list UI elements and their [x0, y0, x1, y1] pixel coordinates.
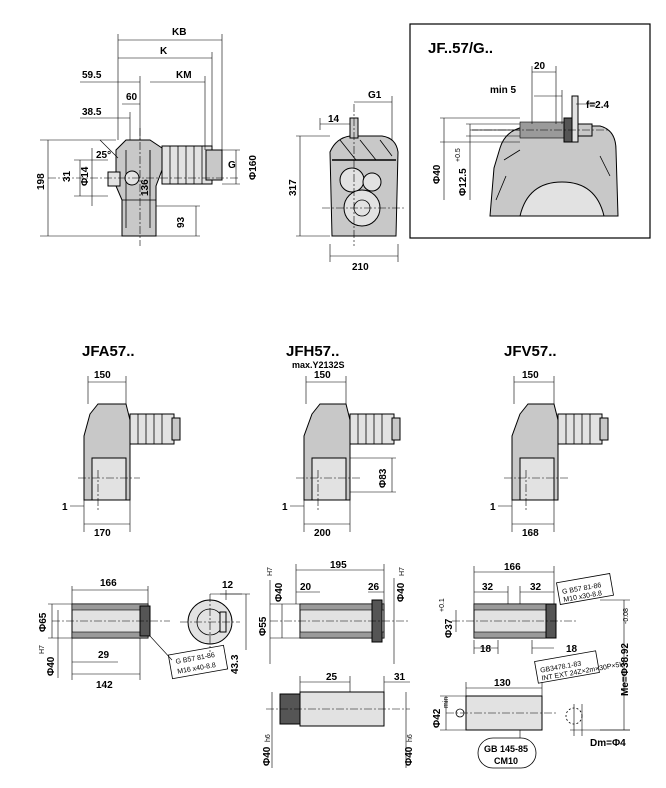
- shaft-jfh: 195 20 26 Φ40 H7 Φ40 H7 Φ55 25 31 Φ40 h6…: [258, 560, 415, 768]
- jfh-dim-150: 150: [314, 370, 331, 381]
- front-view: G1 14 317 210: [288, 90, 406, 273]
- jfv-title: JFV57..: [504, 343, 557, 360]
- a-dim-phi65: Φ65: [38, 612, 49, 632]
- jfh-title: JFH57..: [286, 343, 339, 360]
- dim-198: 198: [36, 173, 47, 190]
- a-dim-142: 142: [96, 680, 113, 691]
- dim-g: G: [228, 160, 236, 171]
- a-dim-phi40-tol: H7: [39, 645, 46, 654]
- dim-phi14: Φ14: [80, 166, 91, 186]
- h-dim-phi40-bottom-right-tol: h6: [407, 734, 414, 742]
- dim-25-deg: 25°: [96, 150, 111, 161]
- v-dim-32-left: 32: [482, 582, 494, 593]
- dim-phi160: Φ160: [248, 155, 259, 180]
- dim-93: 93: [176, 216, 187, 228]
- h-dim-20: 20: [300, 582, 312, 593]
- v-dim-phi42: Φ42: [432, 708, 443, 728]
- a-dim-29: 29: [98, 650, 110, 661]
- h-dim-25: 25: [326, 672, 338, 683]
- h-dim-phi40-bottom-left-tol: h6: [265, 734, 272, 742]
- h-dim-phi40-right: Φ40: [396, 582, 407, 602]
- dim-14: 14: [328, 114, 340, 125]
- jfa-dim-1: 1: [62, 502, 68, 513]
- dim-60: 60: [126, 92, 138, 103]
- h-dim-phi40-left: Φ40: [274, 582, 285, 602]
- v-dim-phi37-tol: +0.1: [439, 598, 446, 612]
- a-dim-12: 12: [222, 580, 234, 591]
- v-dim-dm: Dm=Φ4: [590, 738, 626, 749]
- dim-59-5: 59.5: [82, 70, 102, 81]
- inset-dim-phi12-5-tol: +0.5: [455, 148, 462, 162]
- shaft-jfv: 166 32 32 18 18 Φ37 +0.1 G B57 81-86 M10…: [432, 562, 631, 769]
- jfh-dim-phi83: Φ83: [378, 468, 389, 488]
- h-dim-phi40-right-tol: H7: [399, 567, 406, 576]
- a-dim-166: 166: [100, 578, 117, 589]
- view-jfa57: JFA57.. 150 170 1: [62, 343, 181, 539]
- inset-dim-min5: min 5: [490, 85, 517, 96]
- inset-dim-phi12-5: Φ12.5: [458, 168, 469, 196]
- v-dim-me-tol: -0.08: [623, 608, 630, 624]
- shaft-jfa: 166 12 Φ65 Φ40 H7 29 142 43.3 G B57 81-8…: [38, 578, 250, 691]
- inset-dim-f: f=2.4: [586, 100, 610, 111]
- dim-k: K: [160, 46, 168, 57]
- v-dim-166: 166: [504, 562, 521, 573]
- inset-dim-phi40: Φ40: [432, 164, 443, 184]
- jfa-title: JFA57..: [82, 343, 135, 360]
- inset-dim-20: 20: [534, 61, 546, 72]
- h-dim-phi40-bottom-right: Φ40: [404, 746, 415, 766]
- v-dim-phi37: Φ37: [444, 618, 455, 638]
- dim-g1: G1: [368, 90, 382, 101]
- jfa-dim-170: 170: [94, 528, 111, 539]
- inset-jf-g: JF..57/G.. 20 min 5 f=2.4 Φ40 Φ12.5 +0.5: [409, 23, 651, 239]
- v-note-cm10: CM10: [494, 756, 518, 766]
- side-view: KB K KM 59.5 60 38.5 25° 198 31 Φ14 136 …: [36, 27, 259, 246]
- jfv-dim-150: 150: [522, 370, 539, 381]
- dim-31: 31: [62, 170, 73, 182]
- gear-housing-side: [115, 139, 163, 237]
- h-dim-31: 31: [394, 672, 406, 683]
- v-dim-130: 130: [494, 678, 511, 689]
- dim-kb: KB: [172, 27, 186, 38]
- dim-210: 210: [352, 262, 369, 273]
- jfh-dim-1: 1: [282, 502, 288, 513]
- dim-38-5: 38.5: [82, 107, 102, 118]
- jfv-dim-1: 1: [490, 502, 496, 513]
- v-dim-32-right: 32: [530, 582, 542, 593]
- v-note-gb145: GB 145-85: [484, 744, 528, 754]
- v-dim-18-right: 18: [566, 644, 578, 655]
- h-dim-phi55: Φ55: [258, 616, 269, 636]
- jfa-dim-150: 150: [94, 370, 111, 381]
- view-jfv57: JFV57.. 150 168 1: [490, 343, 609, 539]
- a-dim-phi40: Φ40: [46, 656, 57, 676]
- dim-317: 317: [288, 179, 299, 196]
- jfh-dim-200: 200: [314, 528, 331, 539]
- v-dim-18-left: 18: [480, 644, 492, 655]
- h-dim-195: 195: [330, 560, 347, 571]
- jfh-subtitle: max.Y2132S: [292, 360, 345, 370]
- a-dim-43-3: 43.3: [230, 654, 241, 674]
- v-dim-phi42-min: min: [443, 697, 450, 708]
- view-jfh57: JFH57.. max.Y2132S 150 200 1 Φ83: [282, 343, 401, 539]
- h-dim-phi40-bottom-left: Φ40: [262, 746, 273, 766]
- inset-frame: [409, 23, 651, 239]
- dim-136: 136: [140, 179, 151, 196]
- dim-km: KM: [176, 70, 192, 81]
- jfv-dim-168: 168: [522, 528, 539, 539]
- v-dim-me: Me=Φ38.92: [620, 643, 631, 696]
- h-dim-26: 26: [368, 582, 380, 593]
- h-dim-phi40-left-tol: H7: [267, 567, 274, 576]
- inset-title: JF..57/G..: [428, 40, 493, 57]
